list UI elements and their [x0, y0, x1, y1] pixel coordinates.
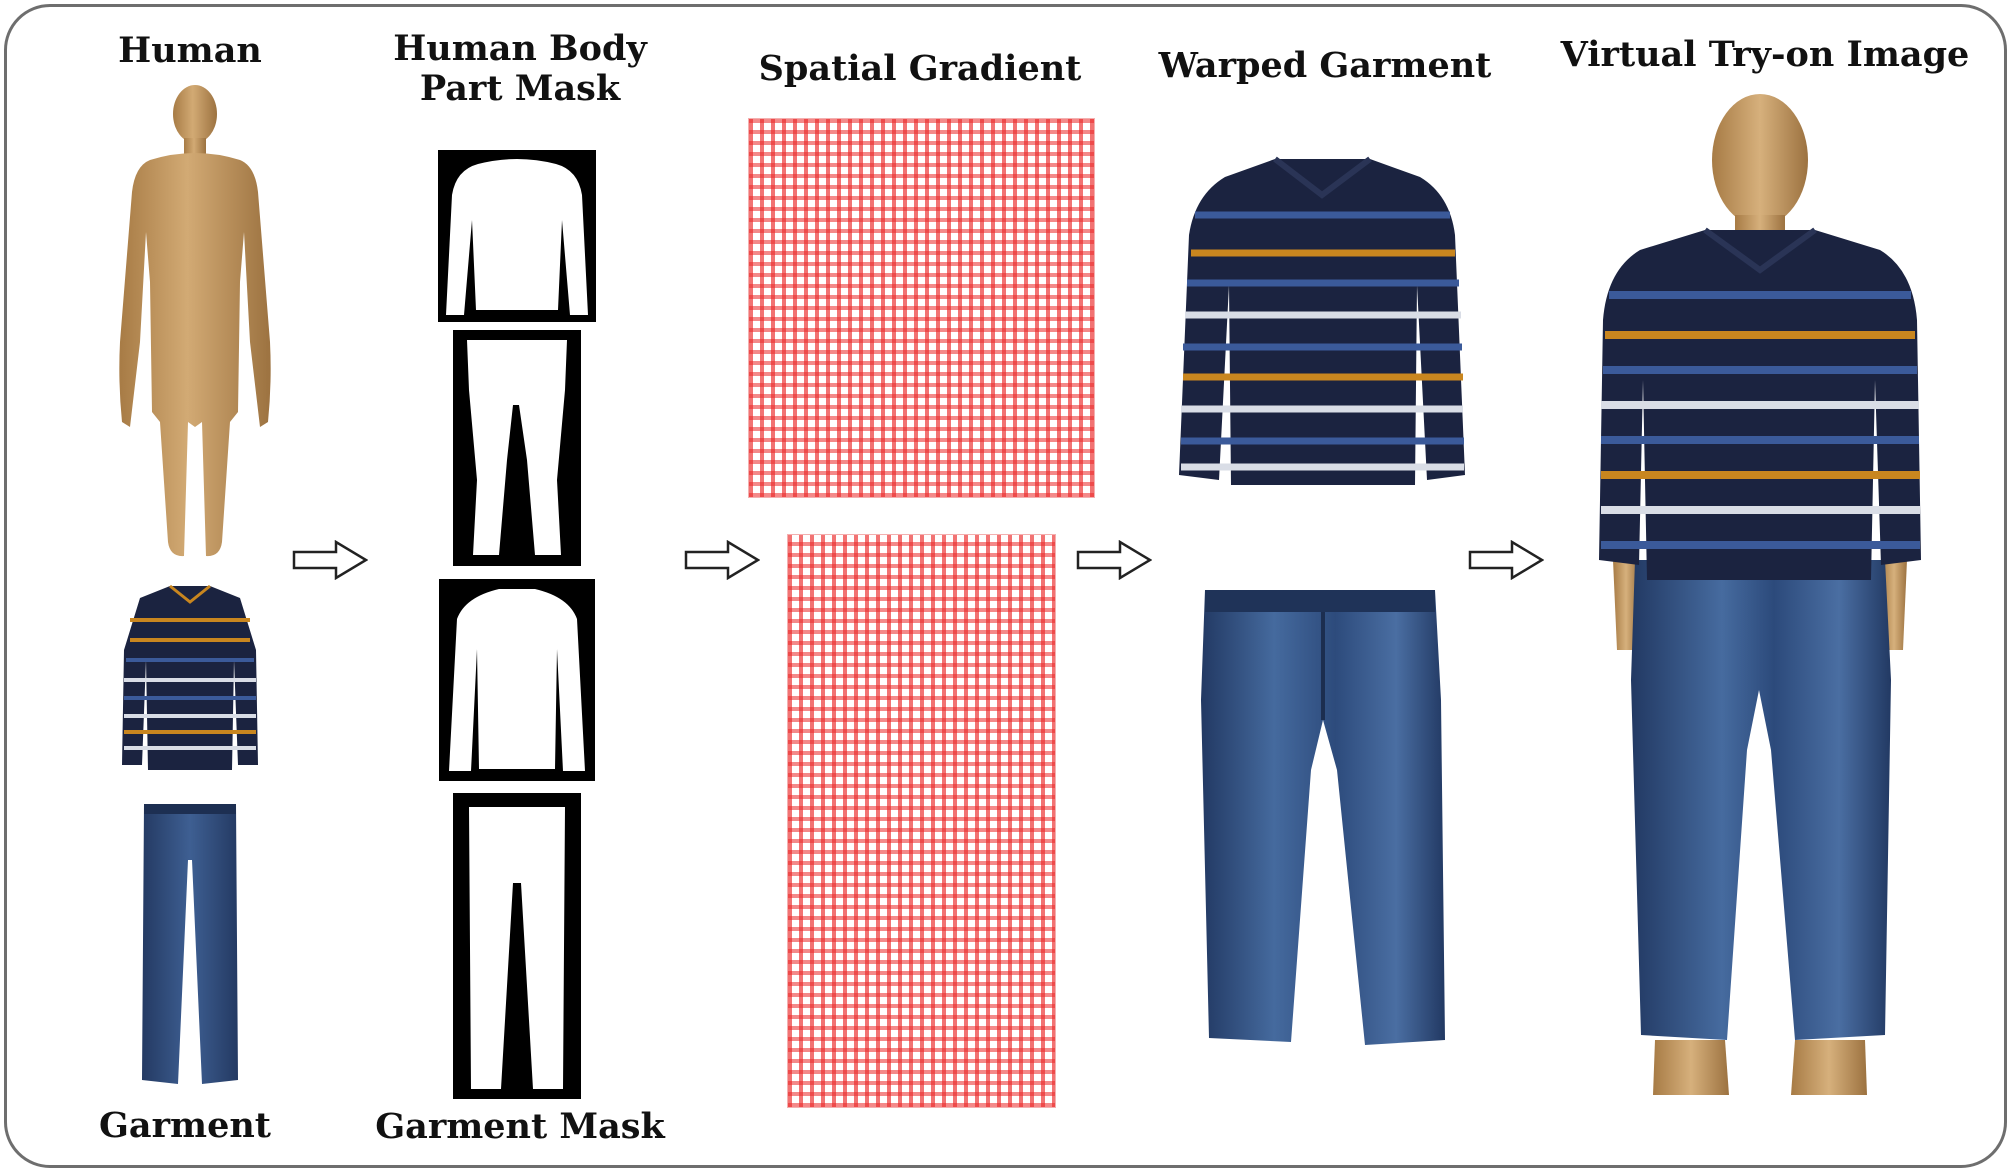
- shirt-icon: [122, 584, 258, 770]
- tryon-figure-icon: [1599, 94, 1921, 1095]
- label-tryon-image: Virtual Try-on Image: [1560, 34, 1970, 75]
- label-body-part-mask-line2: Part Mask: [419, 68, 621, 109]
- label-body-part-mask-line1: Human Body: [393, 28, 647, 69]
- human-figure-icon: [119, 85, 271, 557]
- label-human: Human: [118, 30, 262, 71]
- label-spatial-gradient: Spatial Gradient: [758, 48, 1082, 89]
- pants-garment-mask: [453, 793, 581, 1099]
- warped-jeans-icon: [1201, 590, 1445, 1045]
- spatial-gradient-upper: [748, 118, 1095, 498]
- label-warped-garment: Warped Garment: [1158, 45, 1492, 86]
- arrow-right-icon: [1468, 540, 1544, 580]
- arrow-right-icon: [292, 540, 368, 580]
- spatial-gradient-lower: [787, 534, 1056, 1108]
- jeans-icon: [142, 804, 238, 1084]
- arrow-right-icon: [684, 540, 760, 580]
- lower-body-mask: [453, 330, 581, 566]
- upper-body-mask: [438, 150, 596, 322]
- warped-shirt-icon: [1179, 156, 1465, 485]
- shirt-garment-mask: [439, 579, 595, 781]
- figure-border: [4, 4, 2007, 1168]
- label-garment: Garment: [99, 1105, 271, 1146]
- label-garment-mask: Garment Mask: [375, 1106, 665, 1147]
- arrow-right-icon: [1076, 540, 1152, 580]
